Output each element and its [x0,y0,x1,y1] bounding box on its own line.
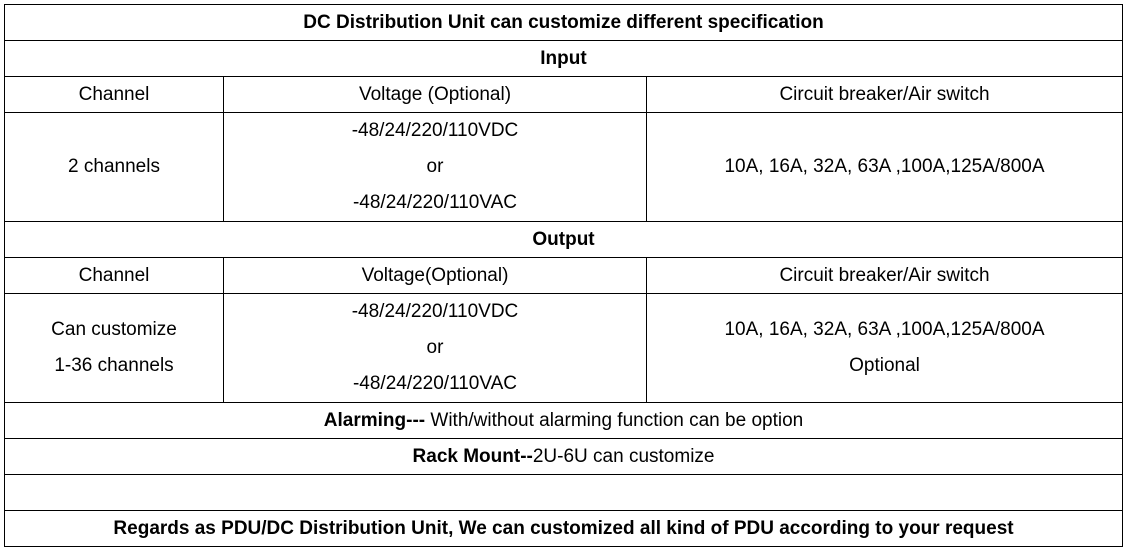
input-voltage-ac: -48/24/220/110VAC [352,192,518,213]
output-channel-value: Can customize 1-36 channels [4,293,224,403]
rack-mount-cell: Rack Mount--2U-6U can customize [3,438,1124,475]
input-breaker-value: 10A, 16A, 32A, 63A ,100A,125A/800A [645,112,1124,222]
alarming-text: With/without alarming function can be op… [425,409,804,431]
alarming-cell: Alarming--- With/without alarming functi… [3,402,1124,439]
output-column-headers: Channel Voltage(Optional) Circuit breake… [4,257,1124,294]
alarming-label: Alarming--- [323,409,426,431]
output-voltage-or: or [426,337,444,358]
rack-mount-label: Rack Mount-- [412,445,533,467]
output-channel-line2: 1-36 channels [54,355,174,376]
empty-row [3,474,1124,511]
input-heading-row: Input [3,40,1124,77]
output-breaker-line2: Optional [849,355,920,376]
output-voltage-value: -48/24/220/110VDC or -48/24/220/110VAC [223,293,647,403]
title-row: DC Distribution Unit can customize diffe… [3,4,1124,41]
output-voltage-dc: -48/24/220/110VDC [351,301,519,322]
table-title: DC Distribution Unit can customize diffe… [3,4,1124,41]
input-column-headers: Channel Voltage (Optional) Circuit break… [4,76,1124,113]
empty-cell [3,474,1124,511]
footer-row: Regards as PDU/DC Distribution Unit, We … [3,510,1124,547]
output-heading: Output [3,221,1124,258]
input-values-row: 2 channels -48/24/220/110VDC or -48/24/2… [4,112,1124,222]
output-col-channel: Channel [4,257,224,294]
input-col-channel: Channel [4,76,224,113]
input-col-voltage: Voltage (Optional) [223,76,647,113]
alarming-row: Alarming--- With/without alarming functi… [3,402,1124,439]
rack-mount-text: 2U-6U can customize [532,445,715,467]
input-voltage-value: -48/24/220/110VDC or -48/24/220/110VAC [223,112,647,222]
input-voltage-dc: -48/24/220/110VDC [351,120,519,141]
output-col-breaker: Circuit breaker/Air switch [645,257,1124,294]
rack-mount-row: Rack Mount--2U-6U can customize [3,438,1124,475]
output-values-row: Can customize 1-36 channels -48/24/220/1… [4,293,1124,403]
output-breaker-line1: 10A, 16A, 32A, 63A ,100A,125A/800A [724,319,1045,340]
input-voltage-or: or [426,156,444,177]
input-col-breaker: Circuit breaker/Air switch [645,76,1124,113]
output-col-voltage: Voltage(Optional) [223,257,647,294]
output-heading-row: Output [3,221,1124,258]
output-channel-line1: Can customize [51,319,177,340]
spec-table: DC Distribution Unit can customize diffe… [3,4,1124,547]
input-heading: Input [3,40,1124,77]
output-voltage-ac: -48/24/220/110VAC [352,373,518,394]
input-channel-value: 2 channels [4,112,224,222]
footer-note: Regards as PDU/DC Distribution Unit, We … [3,510,1124,547]
output-breaker-value: 10A, 16A, 32A, 63A ,100A,125A/800A Optio… [645,293,1124,403]
